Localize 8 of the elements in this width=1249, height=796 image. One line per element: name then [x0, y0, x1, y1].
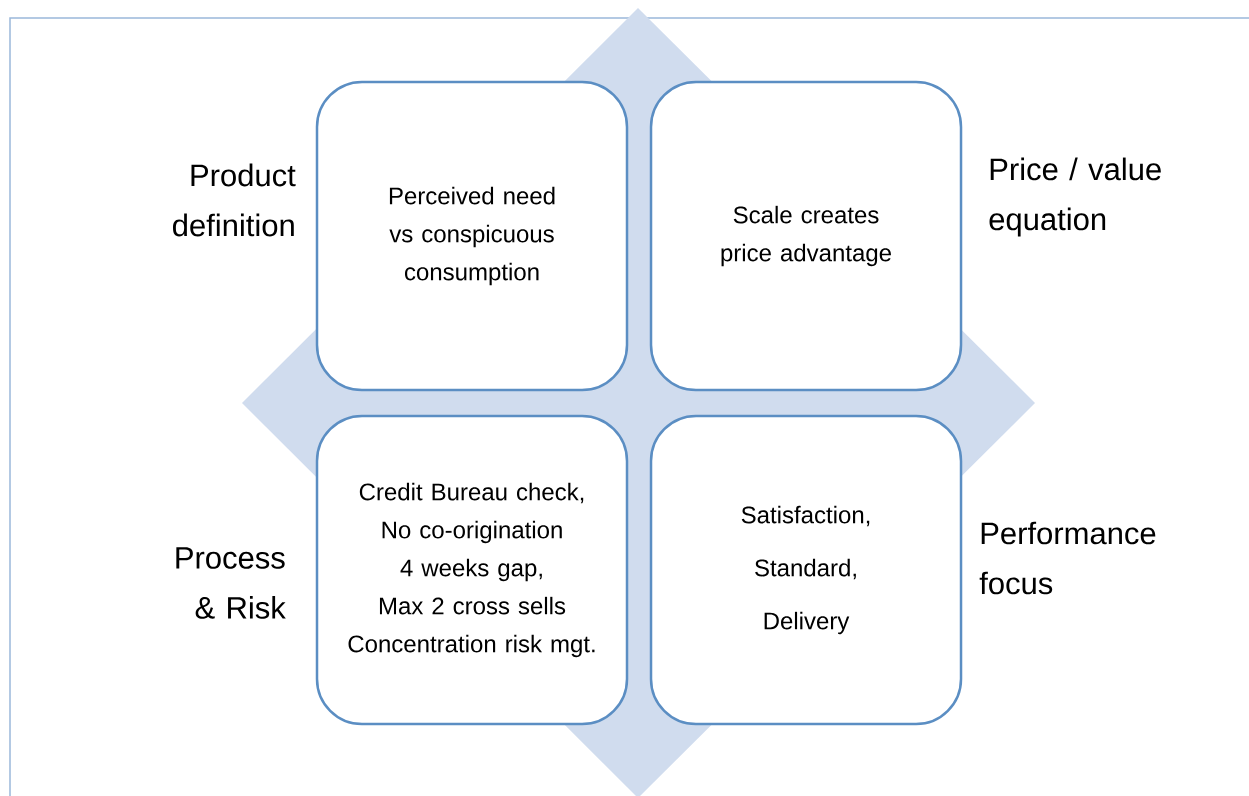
text-box: Credit Bureau check, No co-origination 4 weeks gap, Max 2 cross sells Concentration risk mgt.: [315, 414, 629, 726]
text-box: Scale creates price advantage: [649, 80, 963, 392]
quadrant-label: Price / value equation: [989, 157, 1161, 237]
text-box: Perceived need vs conspicuous consumption: [315, 80, 629, 392]
text-box: Satisfaction, Standard, Delivery: [649, 414, 963, 726]
quadrant-label: Product definition: [173, 163, 296, 237]
quadrant-label: Process & Risk: [176, 547, 286, 619]
quadrant-label: Performance focus: [979, 521, 1156, 595]
